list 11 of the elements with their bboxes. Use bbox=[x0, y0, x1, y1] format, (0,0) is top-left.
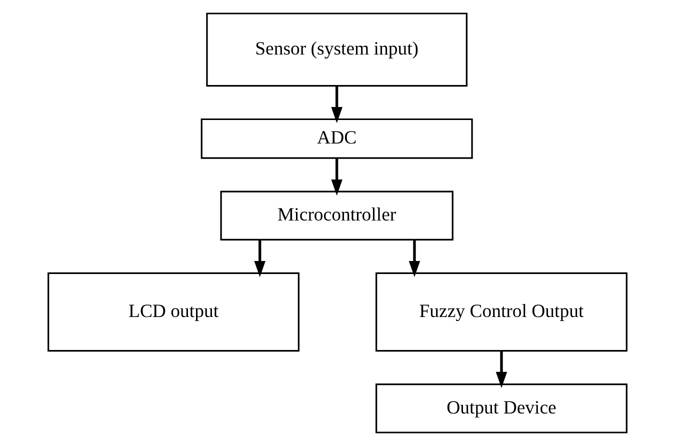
arrow bbox=[330, 86, 342, 124]
arrow bbox=[330, 158, 342, 196]
node-box: LCD output bbox=[47, 272, 299, 352]
node-box: Fuzzy Control Output bbox=[375, 272, 627, 352]
node-box: Microcontroller bbox=[220, 190, 453, 241]
arrow bbox=[254, 240, 265, 278]
node-box: Sensor (system input) bbox=[206, 12, 467, 87]
node-box: Output Device bbox=[375, 384, 627, 434]
arrow bbox=[495, 351, 507, 388]
arrow bbox=[408, 240, 420, 278]
node-box: ADC bbox=[200, 118, 472, 159]
